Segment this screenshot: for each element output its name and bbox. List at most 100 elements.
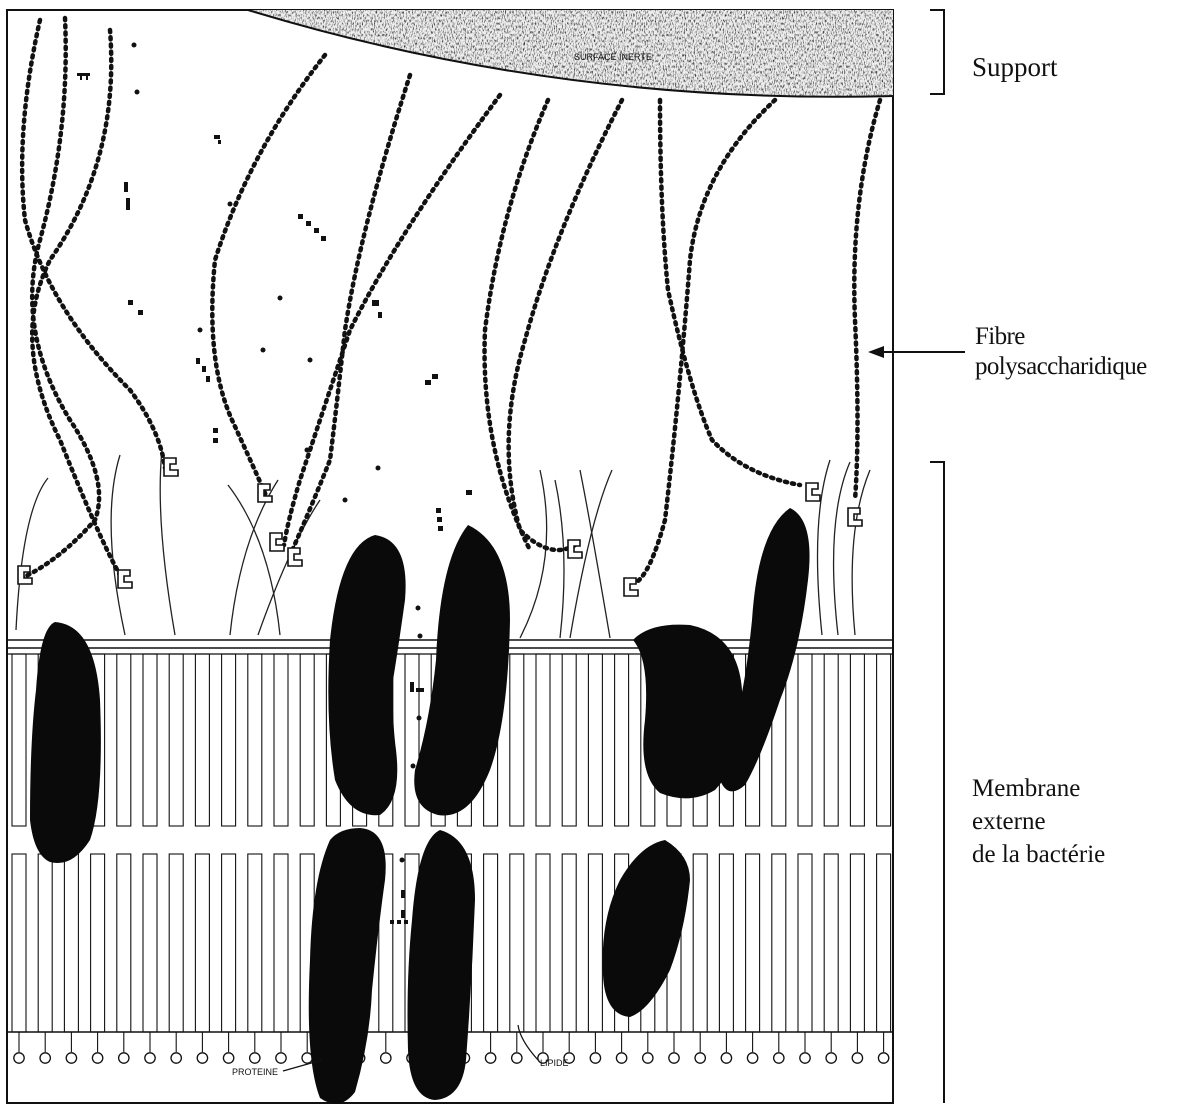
lipid-tail-outer bbox=[117, 654, 131, 826]
fibre-9 bbox=[660, 100, 800, 485]
lipid-tail-outer bbox=[300, 654, 314, 826]
lipid-tail-outer bbox=[562, 654, 576, 826]
membrane-label-line2: externe bbox=[972, 805, 1105, 838]
lipid-tail-inner bbox=[588, 854, 602, 1032]
membrane-label: Membrane externe de la bactérie bbox=[972, 772, 1105, 871]
lipid-head bbox=[276, 1053, 286, 1063]
protein-6 bbox=[309, 828, 386, 1104]
lipid-tail-inner bbox=[850, 854, 864, 1032]
lipid-head bbox=[695, 1053, 705, 1063]
membrane-label-line1: Membrane bbox=[972, 772, 1105, 805]
protein-5 bbox=[720, 508, 810, 791]
lipid-tail-inner bbox=[746, 854, 760, 1032]
lipid-head bbox=[381, 1053, 391, 1063]
lipid-tail-outer bbox=[536, 654, 550, 826]
lipid-head bbox=[40, 1053, 50, 1063]
lipid-head bbox=[643, 1053, 653, 1063]
lipid-head bbox=[66, 1053, 76, 1063]
lipid-head bbox=[800, 1053, 810, 1063]
lipid-tail-inner bbox=[719, 854, 733, 1032]
lipid-tail-outer bbox=[510, 654, 524, 826]
lipid-tail-inner bbox=[195, 854, 209, 1032]
fibre-6 bbox=[284, 95, 500, 545]
polysaccharide-fibres bbox=[22, 18, 880, 583]
lipid-head bbox=[302, 1053, 312, 1063]
lipid-head bbox=[197, 1053, 207, 1063]
lipid-head bbox=[119, 1053, 129, 1063]
lipid-tail-inner bbox=[536, 854, 550, 1032]
lipid-head bbox=[250, 1053, 260, 1063]
fibre-3 bbox=[32, 30, 120, 575]
lipid-tail-inner bbox=[91, 854, 105, 1032]
protein-8 bbox=[603, 840, 690, 1017]
lipid-head bbox=[223, 1053, 233, 1063]
fibre-11 bbox=[854, 100, 880, 500]
lipid-head bbox=[747, 1053, 757, 1063]
lipid-tail-inner bbox=[38, 854, 52, 1032]
lipid-head bbox=[616, 1053, 626, 1063]
lipid-tail-inner bbox=[562, 854, 576, 1032]
lipid-tail-inner bbox=[772, 854, 786, 1032]
lipid-tail-outer bbox=[222, 654, 236, 826]
lipid-tail-outer bbox=[850, 654, 864, 826]
lipid-tail-outer bbox=[143, 654, 157, 826]
lipid-tail-outer bbox=[824, 654, 838, 826]
lipid-tail-inner bbox=[169, 854, 183, 1032]
lipid-tail-outer bbox=[798, 654, 812, 826]
lipid-head bbox=[852, 1053, 862, 1063]
fibre-pointer-arrow bbox=[868, 346, 965, 358]
lipid-tail-inner bbox=[877, 854, 891, 1032]
lipid-tail-inner bbox=[143, 854, 157, 1032]
surface-inerte-label: SURFACE INERTE bbox=[574, 52, 652, 62]
lipid-tail-inner bbox=[824, 854, 838, 1032]
lipid-tail-inner bbox=[117, 854, 131, 1032]
membrane-label-line3: de la bactérie bbox=[972, 838, 1105, 871]
lipid-head bbox=[826, 1053, 836, 1063]
lipid-head bbox=[145, 1053, 155, 1063]
fibre-4 bbox=[212, 55, 325, 500]
lipid-tail-outer bbox=[169, 654, 183, 826]
lipid-tail-outer bbox=[615, 654, 629, 826]
support-label: Support bbox=[972, 52, 1058, 83]
lipid-tail-outer bbox=[195, 654, 209, 826]
membrane-bracket bbox=[930, 462, 944, 1103]
lipid-tail-outer bbox=[12, 654, 26, 826]
fibre-8 bbox=[509, 100, 622, 550]
lipid-head bbox=[92, 1053, 102, 1063]
lipid-head bbox=[485, 1053, 495, 1063]
proteine-label: PROTEINE bbox=[232, 1067, 278, 1077]
fibre-label-line2: polysaccharidique bbox=[975, 352, 1147, 382]
lipid-head bbox=[171, 1053, 181, 1063]
fibre-10 bbox=[635, 100, 775, 583]
support-bracket bbox=[930, 10, 944, 94]
lipid-head bbox=[669, 1053, 679, 1063]
lipid-head bbox=[14, 1053, 24, 1063]
lipid-tail-inner bbox=[510, 854, 524, 1032]
lipid-head bbox=[512, 1053, 522, 1063]
protein-1 bbox=[30, 622, 101, 863]
lipid-tail-inner bbox=[693, 854, 707, 1032]
lipid-head bbox=[590, 1053, 600, 1063]
lipid-tail-inner bbox=[64, 854, 78, 1032]
lipid-head bbox=[774, 1053, 784, 1063]
protein-7 bbox=[408, 830, 476, 1100]
protein-3 bbox=[414, 525, 510, 815]
lipid-tail-inner bbox=[248, 854, 262, 1032]
lipid-tail-inner bbox=[798, 854, 812, 1032]
lipid-tail-inner bbox=[12, 854, 26, 1032]
lipid-tail-outer bbox=[405, 654, 419, 826]
lipid-head bbox=[721, 1053, 731, 1063]
protein-2 bbox=[328, 535, 405, 815]
lipid-tail-inner bbox=[222, 854, 236, 1032]
callouts: PROTEINE LIPIDE bbox=[232, 1025, 569, 1077]
fibre-label: Fibre polysaccharidique bbox=[975, 322, 1147, 382]
membrane-proteins bbox=[30, 508, 810, 1104]
fibre-7 bbox=[485, 100, 548, 550]
support-surface: SURFACE INERTE bbox=[248, 10, 893, 100]
lipid-tail-inner bbox=[274, 854, 288, 1032]
lipid-tail-outer bbox=[588, 654, 602, 826]
fibre-label-line1: Fibre bbox=[975, 322, 1147, 352]
fibre-5 bbox=[288, 75, 410, 560]
lipid-tail-outer bbox=[248, 654, 262, 826]
